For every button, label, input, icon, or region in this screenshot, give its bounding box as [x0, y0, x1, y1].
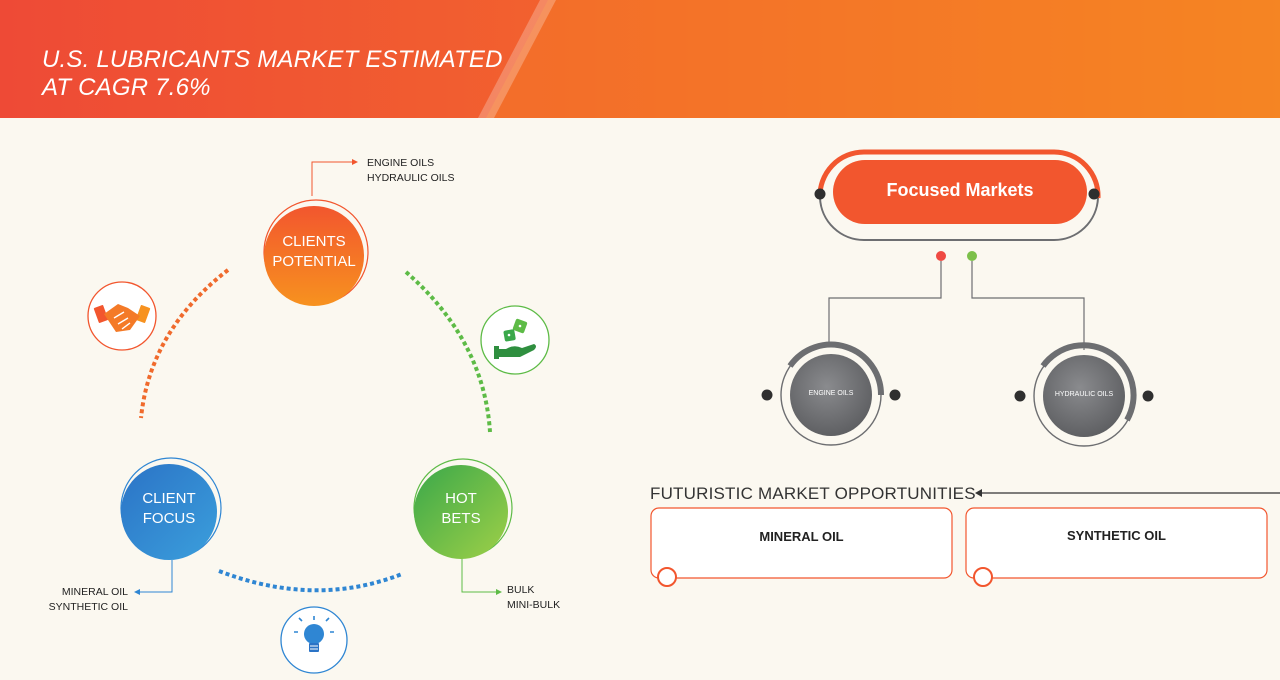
hot-bets-label: HOT BETS: [414, 489, 508, 529]
label-line-2: POTENTIAL: [272, 253, 356, 270]
label-line-2: BETS: [441, 510, 481, 527]
title-line-2: AT CAGR 7.6%: [42, 74, 211, 101]
futuristic-title: FUTURISTIC MARKET OPPORTUNITIES: [650, 484, 976, 503]
hot-bets-circle: [413, 458, 513, 559]
header-banner: U.S. LUBRICANTS MARKET ESTIMATED AT CAGR…: [0, 0, 1280, 118]
item-hydraulic-oils: HYDRAULIC OILS: [367, 172, 455, 184]
clients-potential-items: ENGINE OILS HYDRAULIC OILS: [367, 156, 455, 186]
focused-markets-title: Focused Markets: [886, 180, 1034, 200]
focused-markets-pill: [814, 149, 1101, 242]
futuristic-arrow: [975, 489, 1280, 497]
mineral-oil-box-label: MINERAL OIL: [759, 529, 844, 544]
lightbulb-icon: [280, 606, 348, 674]
hydraulic-oils-node: [1014, 342, 1154, 447]
engine-oils-node: [761, 341, 901, 446]
item-mineral-oil: MINERAL OIL: [61, 586, 128, 598]
connector-hot-bets: [461, 558, 502, 595]
dotted-arc-blue: [218, 569, 403, 593]
item-mini-bulk: MINI-BULK: [507, 599, 561, 611]
mineral-oil-box: [650, 507, 953, 587]
label-line-2: FOCUS: [142, 510, 196, 527]
client-focus-circle: [120, 457, 222, 560]
synthetic-oil-box-label: SYNTHETIC OIL: [1067, 528, 1166, 543]
hydraulic-oils-node-label: HYDRAULIC OILS: [1054, 391, 1114, 398]
clients-potential-circle: [263, 199, 369, 306]
dotted-arc-orange: [139, 268, 230, 419]
connector-clients-potential: [311, 159, 358, 196]
label-line-1: CLIENT: [142, 490, 196, 507]
dice-hand-icon: [480, 305, 550, 375]
client-focus-label: CLIENT FOCUS: [121, 489, 217, 529]
label-line-1: CLIENTS: [282, 233, 346, 250]
branch-connectors: [828, 251, 1085, 350]
item-engine-oils: ENGINE OILS: [367, 157, 435, 169]
connector-client-focus: [134, 560, 173, 595]
synthetic-oil-box: [965, 507, 1268, 587]
header-background: [0, 0, 1280, 118]
page-title: U.S. LUBRICANTS MARKET ESTIMATED AT CAGR…: [42, 46, 503, 102]
hot-bets-items: BULK MINI-BULK: [507, 583, 560, 613]
client-focus-items: MINERAL OIL SYNTHETIC OIL: [0, 585, 128, 615]
label-line-1: HOT: [445, 490, 477, 507]
item-bulk: BULK: [507, 584, 535, 596]
dotted-arc-green: [404, 270, 492, 433]
item-synthetic-oil: SYNTHETIC OIL: [48, 601, 128, 613]
handshake-icon: [87, 281, 157, 351]
title-line-1: U.S. LUBRICANTS MARKET ESTIMATED: [42, 46, 503, 73]
engine-oils-node-label: ENGINE OILS: [808, 390, 854, 397]
clients-potential-label: CLIENTS POTENTIAL: [264, 232, 364, 272]
